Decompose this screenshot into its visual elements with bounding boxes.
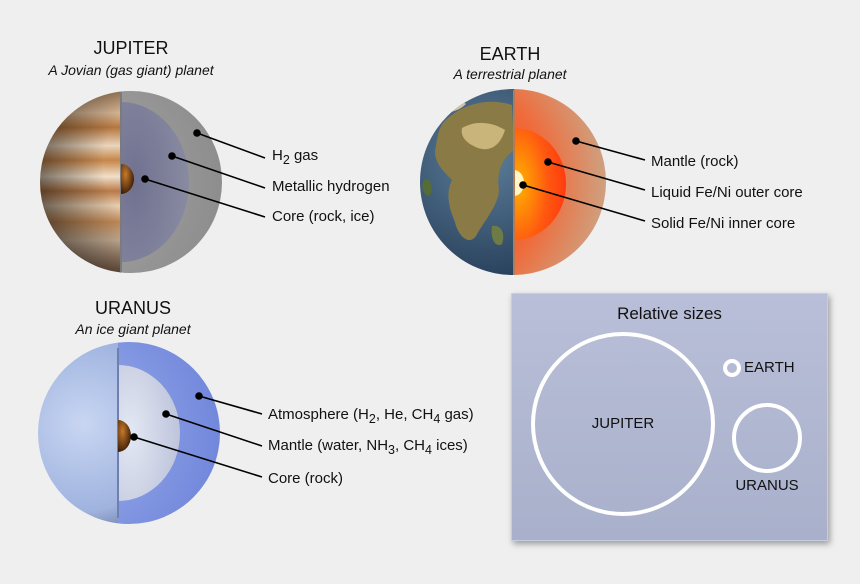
jupiter-title: JUPITER [93, 38, 169, 58]
relative-sizes-circles [531, 332, 802, 516]
uranus-cutaway [38, 342, 220, 524]
uranus-subtitle: An ice giant planet [75, 321, 191, 337]
uranus-label-atmosphere: Atmosphere (H2, He, CH4 gas) [268, 406, 474, 426]
jupiter-cutaway [40, 91, 222, 273]
relative-sizes-jupiter-label: JUPITER [591, 415, 655, 432]
jupiter-core [121, 164, 134, 194]
uranus-size-circle [732, 403, 802, 473]
jupiter-label-metallic-hydrogen: Metallic hydrogen [272, 178, 390, 195]
jupiter-label-h2-gas: H2 gas [272, 147, 319, 167]
earth-inner-core [514, 170, 524, 196]
earth-cutaway [420, 89, 606, 275]
earth-outer-core [514, 128, 566, 240]
uranus-title: URANUS [94, 298, 171, 318]
earth-label-mantle: Mantle (rock) [651, 153, 739, 170]
earth-leader-lines [519, 137, 646, 222]
relative-sizes-uranus-label: URANUS [735, 477, 799, 494]
uranus-core [118, 420, 131, 452]
relative-sizes-earth-label: EARTH [744, 359, 795, 376]
relative-sizes-panel: Relative sizes JUPITER EARTH URANUS [511, 293, 828, 541]
earth-size-circle [723, 359, 741, 377]
earth-subtitle: A terrestrial planet [453, 66, 567, 82]
earth-label-outer-core: Liquid Fe/Ni outer core [651, 184, 803, 201]
uranus-leader-lines [130, 392, 263, 478]
jupiter-leader-lines [141, 129, 266, 218]
jupiter-label-core: Core (rock, ice) [272, 208, 375, 225]
uranus-label-core: Core (rock) [268, 470, 344, 487]
uranus-mantle-layer [118, 365, 180, 501]
earth-surface [420, 89, 514, 275]
jupiter-subtitle: A Jovian (gas giant) planet [48, 62, 214, 78]
earth-label-inner-core: Solid Fe/Ni inner core [651, 215, 796, 232]
uranus-label-mantle: Mantle (water, NH3, CH4 ices) [268, 437, 468, 457]
jupiter-size-circle [531, 332, 715, 516]
earth-title: EARTH [479, 44, 541, 64]
relative-sizes-title: Relative sizes [617, 304, 722, 323]
